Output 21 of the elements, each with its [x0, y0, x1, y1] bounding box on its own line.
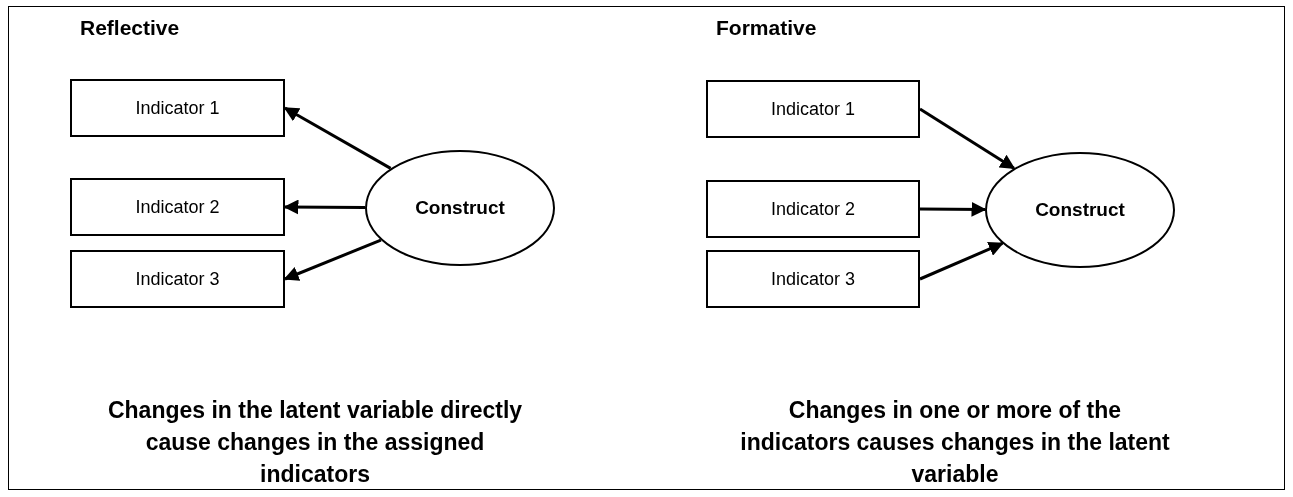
section-heading: Formative [716, 15, 817, 41]
arrow [920, 201, 987, 217]
indicator-box [706, 180, 920, 238]
section-caption: Changes in one or more of the indicators causes changes in the latent variable [739, 396, 1171, 489]
indicator-box [70, 178, 285, 236]
indicator-label: Indicator 3 [770, 267, 856, 291]
indicator-label: Indicator 2 [135, 195, 220, 219]
construct-label: Construct [1035, 197, 1125, 222]
construct-label: Construct [415, 195, 505, 220]
indicator-label: Indicator 3 [135, 267, 220, 291]
indicator-box [70, 79, 285, 137]
arrow [919, 107, 1016, 170]
arrow [919, 241, 1004, 281]
indicator-label: Indicator 1 [770, 97, 856, 121]
indicator-box [706, 80, 920, 138]
section-caption: Changes in the latent variable directly cause changes in the assigned indicators [106, 396, 524, 489]
indicator-box [706, 250, 920, 308]
indicator-label: Indicator 2 [770, 197, 856, 221]
indicator-box [70, 250, 285, 308]
indicator-label: Indicator 1 [135, 96, 220, 120]
section-heading: Reflective [80, 15, 180, 41]
